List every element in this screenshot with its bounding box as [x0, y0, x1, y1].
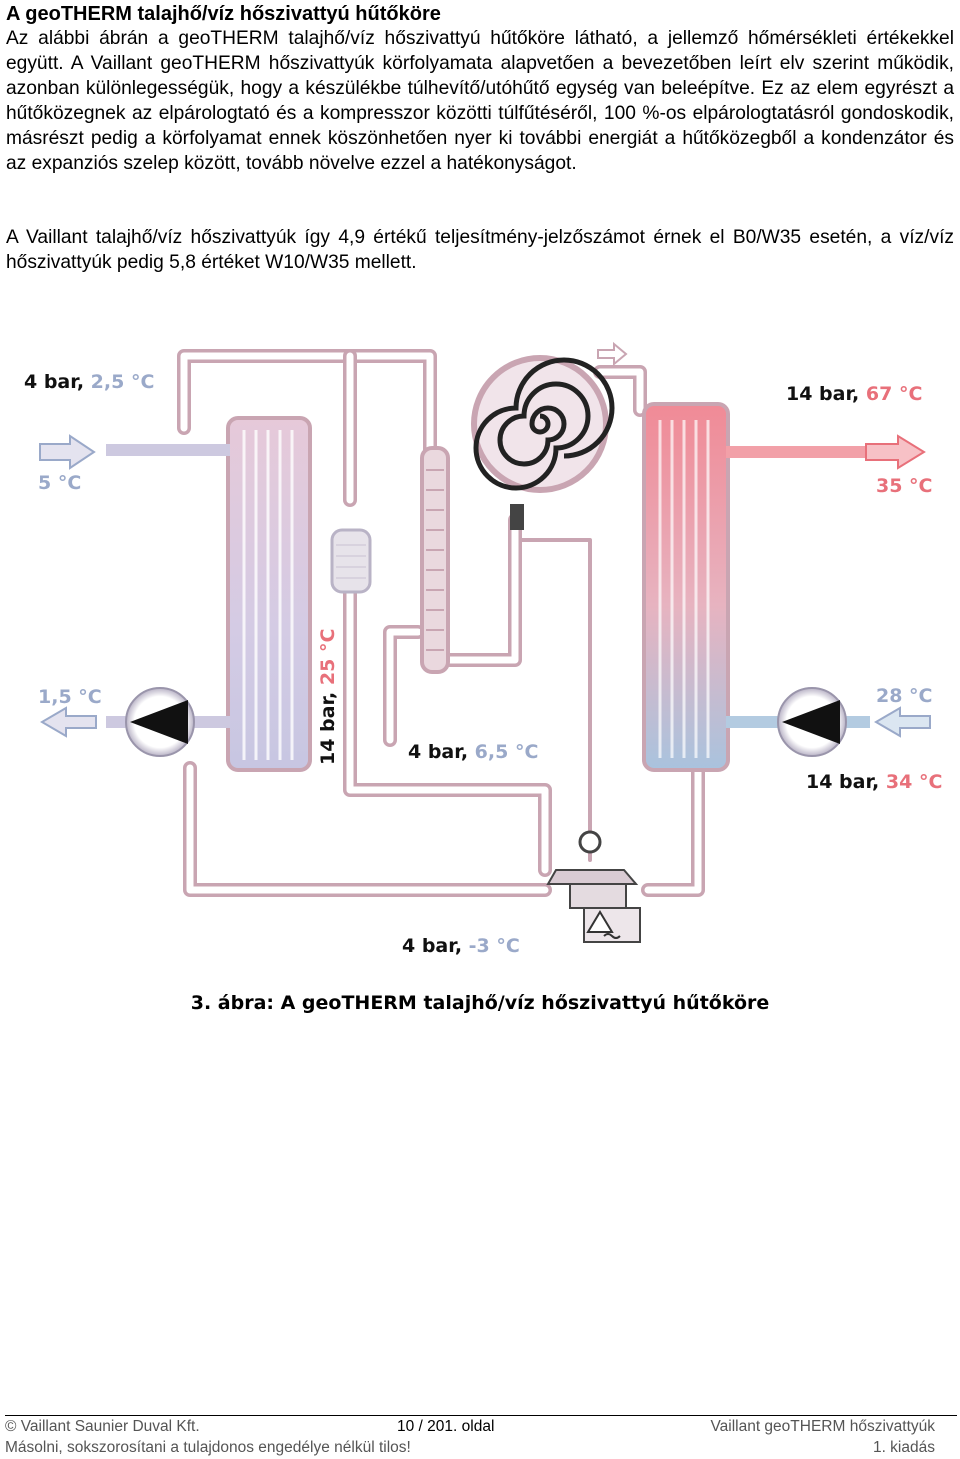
brine-inlet-arrow	[39, 434, 96, 470]
footer-edition: 1. kiadás	[872, 1439, 935, 1456]
expansion-valve	[546, 830, 641, 943]
performance-paragraph: A Vaillant talajhő/víz hőszivattyúk így …	[6, 227, 954, 273]
brine-pump	[125, 687, 195, 757]
condenser	[642, 402, 730, 772]
footer-page-number: 10 / 201. oldal	[397, 1418, 495, 1435]
label-top-right: 14 bar, 67 °C	[786, 383, 922, 405]
label-vertical: 14 bar, 25 °C	[317, 629, 339, 765]
refrigerant-pipes	[177, 349, 705, 897]
brine-lines	[106, 444, 230, 728]
compressor-discharge-arrow	[597, 341, 628, 367]
label-heating-in-temp: 28 °C	[876, 685, 933, 707]
footer-notice: Másolni, sokszorosítani a tulajdonos eng…	[5, 1439, 411, 1456]
heating-inlet-arrow	[874, 706, 931, 738]
page-footer: © Vaillant Saunier Duval Kft. 10 / 201. …	[5, 1415, 957, 1458]
evaporator	[226, 416, 312, 772]
heating-lines	[726, 446, 870, 728]
label-bottom: 4 bar, -3 °C	[402, 935, 520, 957]
figure-caption: 3. ábra: A geoTHERM talajhő/víz hőszivat…	[190, 992, 770, 1014]
label-brine-in-temp: 5 °C	[38, 472, 81, 494]
label-heating-out-temp: 35 °C	[876, 475, 933, 497]
intro-paragraph: Az alábbi ábrán a geoTHERM talajhő/víz h…	[6, 28, 954, 174]
filter-drier	[330, 528, 372, 594]
label-bottom-right: 14 bar, 34 °C	[806, 771, 942, 793]
label-mid: 4 bar, 6,5 °C	[408, 741, 538, 763]
internal-heat-exchanger	[420, 446, 450, 674]
heating-outlet-arrow	[865, 434, 926, 470]
page-title: A geoTHERM talajhő/víz hőszivattyú hűtők…	[6, 3, 441, 25]
heating-pump	[777, 687, 847, 757]
footer-copyright: © Vaillant Saunier Duval Kft.	[5, 1418, 200, 1435]
brine-outlet-arrow	[40, 706, 97, 738]
refrigerant-circuit-diagram: 4 bar, 2,5 °C 5 °C 1,5 °C 14 bar, 25 °C …	[24, 341, 942, 957]
footer-product: Vaillant geoTHERM hőszivattyúk	[710, 1418, 935, 1435]
label-brine-out-temp: 1,5 °C	[38, 686, 102, 708]
label-top-left: 4 bar, 2,5 °C	[24, 371, 154, 393]
scroll-compressor	[471, 355, 615, 530]
